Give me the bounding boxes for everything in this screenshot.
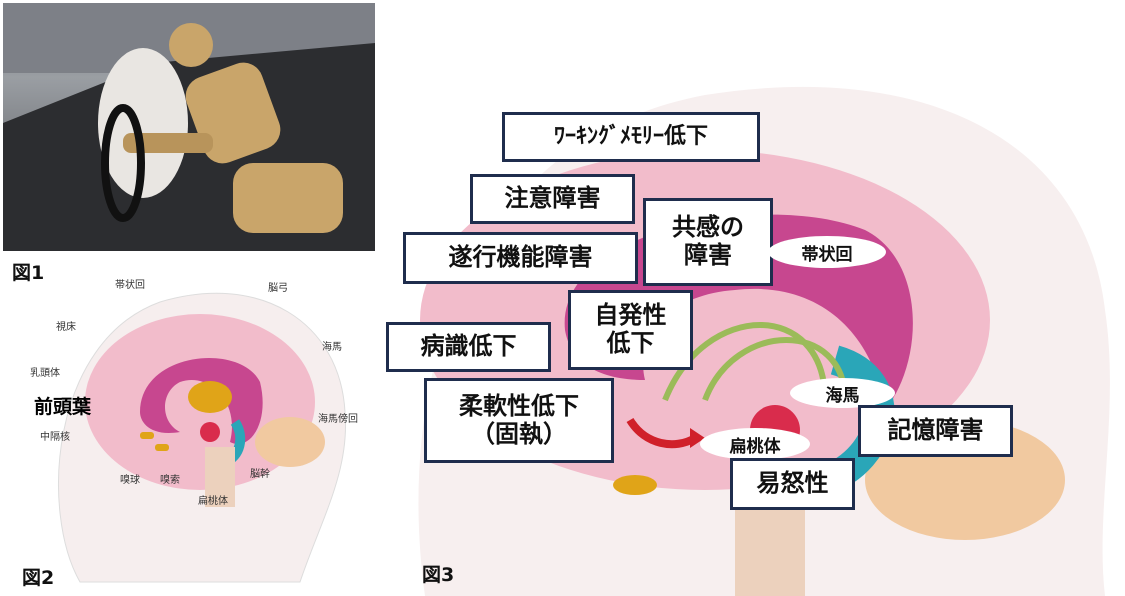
label-olfactory-tract: 嗅索: [160, 475, 180, 486]
box-spontaneity-line1: 自発性: [594, 301, 667, 330]
region-amygdala: 扁桃体: [700, 428, 810, 460]
dummy-head: [169, 23, 213, 67]
box-empathy-line1: 共感の: [672, 213, 744, 242]
box-insight: 病識低下: [386, 322, 551, 372]
box-spontaneity: 自発性低下: [568, 290, 693, 370]
label-olfactory-bulb: 嗅球: [120, 475, 140, 486]
box-flexibility-line1: 柔軟性低下: [459, 391, 579, 420]
box-memory: 記憶障害: [858, 405, 1013, 457]
airbag: [98, 48, 188, 198]
box-irritability: 易怒性: [730, 458, 855, 510]
label-thalamus: 視床: [56, 322, 76, 333]
label-fornix: 脳弓: [268, 283, 288, 294]
label-mammillary: 乳頭体: [30, 368, 60, 379]
label-septal: 中隔核: [40, 432, 70, 443]
red-arrow: [626, 417, 698, 449]
brain-diagram-small: [58, 292, 347, 583]
figure-3-label: 図3: [422, 564, 455, 586]
label-hippocampus: 海馬: [322, 342, 342, 353]
label-parahippocampal: 海馬傍回: [318, 414, 358, 425]
box-spontaneity-line2: 低下: [606, 329, 655, 357]
box-flexibility-line2: （固執）: [471, 419, 567, 448]
box-flexibility: 柔軟性低下（固執）: [424, 378, 614, 463]
box-attention: 注意障害: [470, 174, 635, 224]
figure-1-label: 図1: [12, 262, 45, 284]
box-empathy: 共感の障害: [643, 198, 773, 286]
crash-test-photo: [3, 3, 375, 251]
label-amygdala: 扁桃体: [198, 496, 228, 507]
label-frontal-lobe: 前頭葉: [34, 396, 92, 418]
region-cingulate: 帯状回: [768, 236, 886, 268]
box-executive: 遂行機能障害: [403, 232, 638, 284]
region-hippocampus: 海馬: [790, 378, 895, 408]
label-brainstem: 脳幹: [250, 469, 270, 480]
box-empathy-line2: 障害: [684, 241, 732, 269]
figure-2-label: 図2: [22, 567, 55, 589]
box-working-memory: ﾜｰｷﾝｸﾞﾒﾓﾘｰ低下: [502, 112, 760, 162]
label-cingulate: 帯状回: [115, 280, 145, 291]
